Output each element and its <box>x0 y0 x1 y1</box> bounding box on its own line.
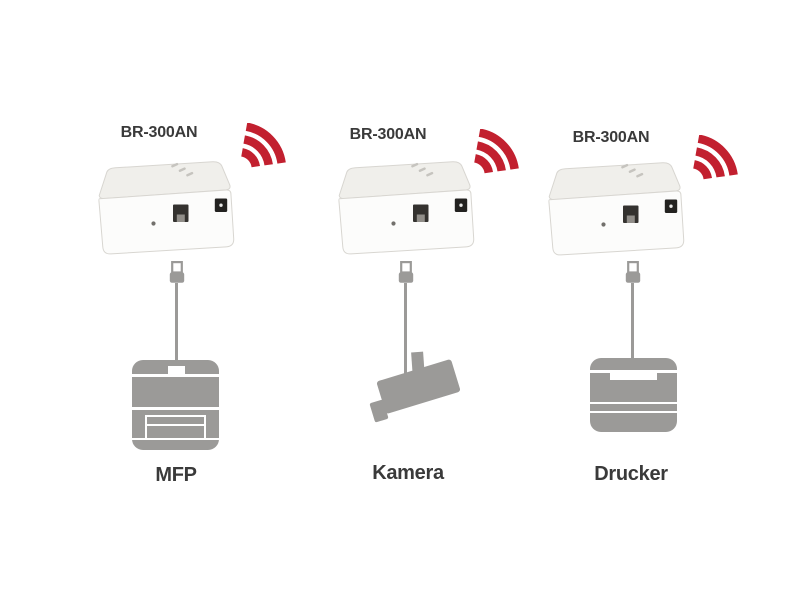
usb-plug-icon-1 <box>169 261 185 284</box>
mfp-label: MFP <box>155 464 197 486</box>
kamera-label: Kamera <box>372 462 444 484</box>
adapter-label-1: BR-300AN <box>120 124 198 141</box>
mfp-silhouette-icon <box>132 360 219 450</box>
mfp-tray-divider <box>147 424 204 426</box>
br300an-adapter-photo-3 <box>540 158 685 256</box>
usb-cable-2 <box>404 283 408 374</box>
printer-top-band <box>590 358 677 370</box>
mfp-body-band <box>132 377 219 407</box>
drucker-label: Drucker <box>594 463 668 485</box>
wifi-signal-icon-3 <box>686 135 743 183</box>
wifi-signal-icon-2 <box>467 129 524 177</box>
usb-plug-icon-3 <box>625 261 641 284</box>
usb-cable-3 <box>631 283 635 358</box>
usb-cable-1 <box>174 283 178 360</box>
printer-tray-stripe <box>590 404 677 411</box>
camera-silhouette-icon <box>369 351 461 423</box>
camera-body <box>376 359 461 414</box>
mfp-paper-tray <box>145 415 206 440</box>
usb-plug-icon-2 <box>398 261 414 284</box>
camera-lens <box>369 399 389 423</box>
wifi-signal-icon-1 <box>234 123 291 171</box>
mfp-base-band <box>132 440 219 450</box>
printer-paper-slot <box>610 373 657 380</box>
adapter-label-2: BR-300AN <box>349 126 427 143</box>
br300an-adapter-photo-1 <box>90 157 235 255</box>
br300an-adapter-photo-2 <box>330 157 475 255</box>
adapter-label-3: BR-300AN <box>572 129 650 146</box>
mfp-tray-band <box>132 410 219 440</box>
printer-silhouette-icon <box>590 358 677 432</box>
printer-body-band <box>590 373 677 402</box>
printer-base-band <box>590 413 677 432</box>
mfp-panel-notch <box>168 366 185 374</box>
